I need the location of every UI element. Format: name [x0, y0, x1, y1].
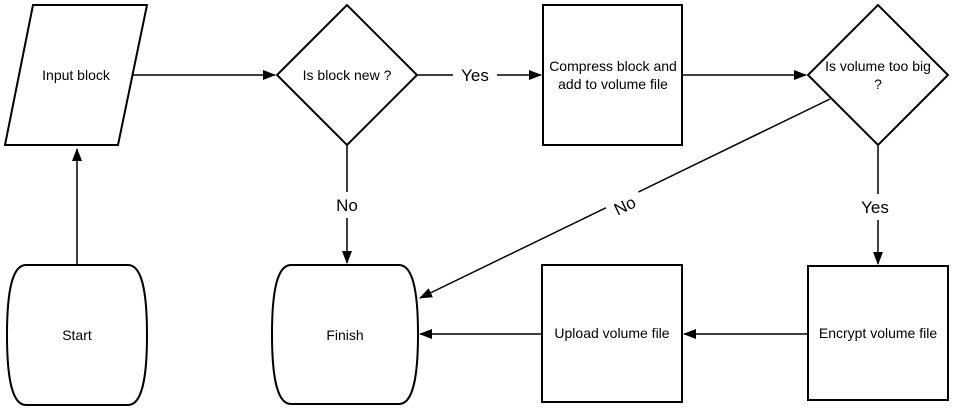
is-block-new-diamond [275, 3, 419, 147]
input-block-parallelogram [3, 4, 149, 146]
start-terminator [5, 264, 149, 406]
is-volume-too-big-diamond [806, 3, 950, 147]
compress-block-rectangle [542, 4, 683, 146]
finish-terminator [270, 264, 420, 405]
upload-volume-file-rectangle [541, 264, 683, 403]
encrypt-volume-file-rectangle [807, 265, 949, 401]
